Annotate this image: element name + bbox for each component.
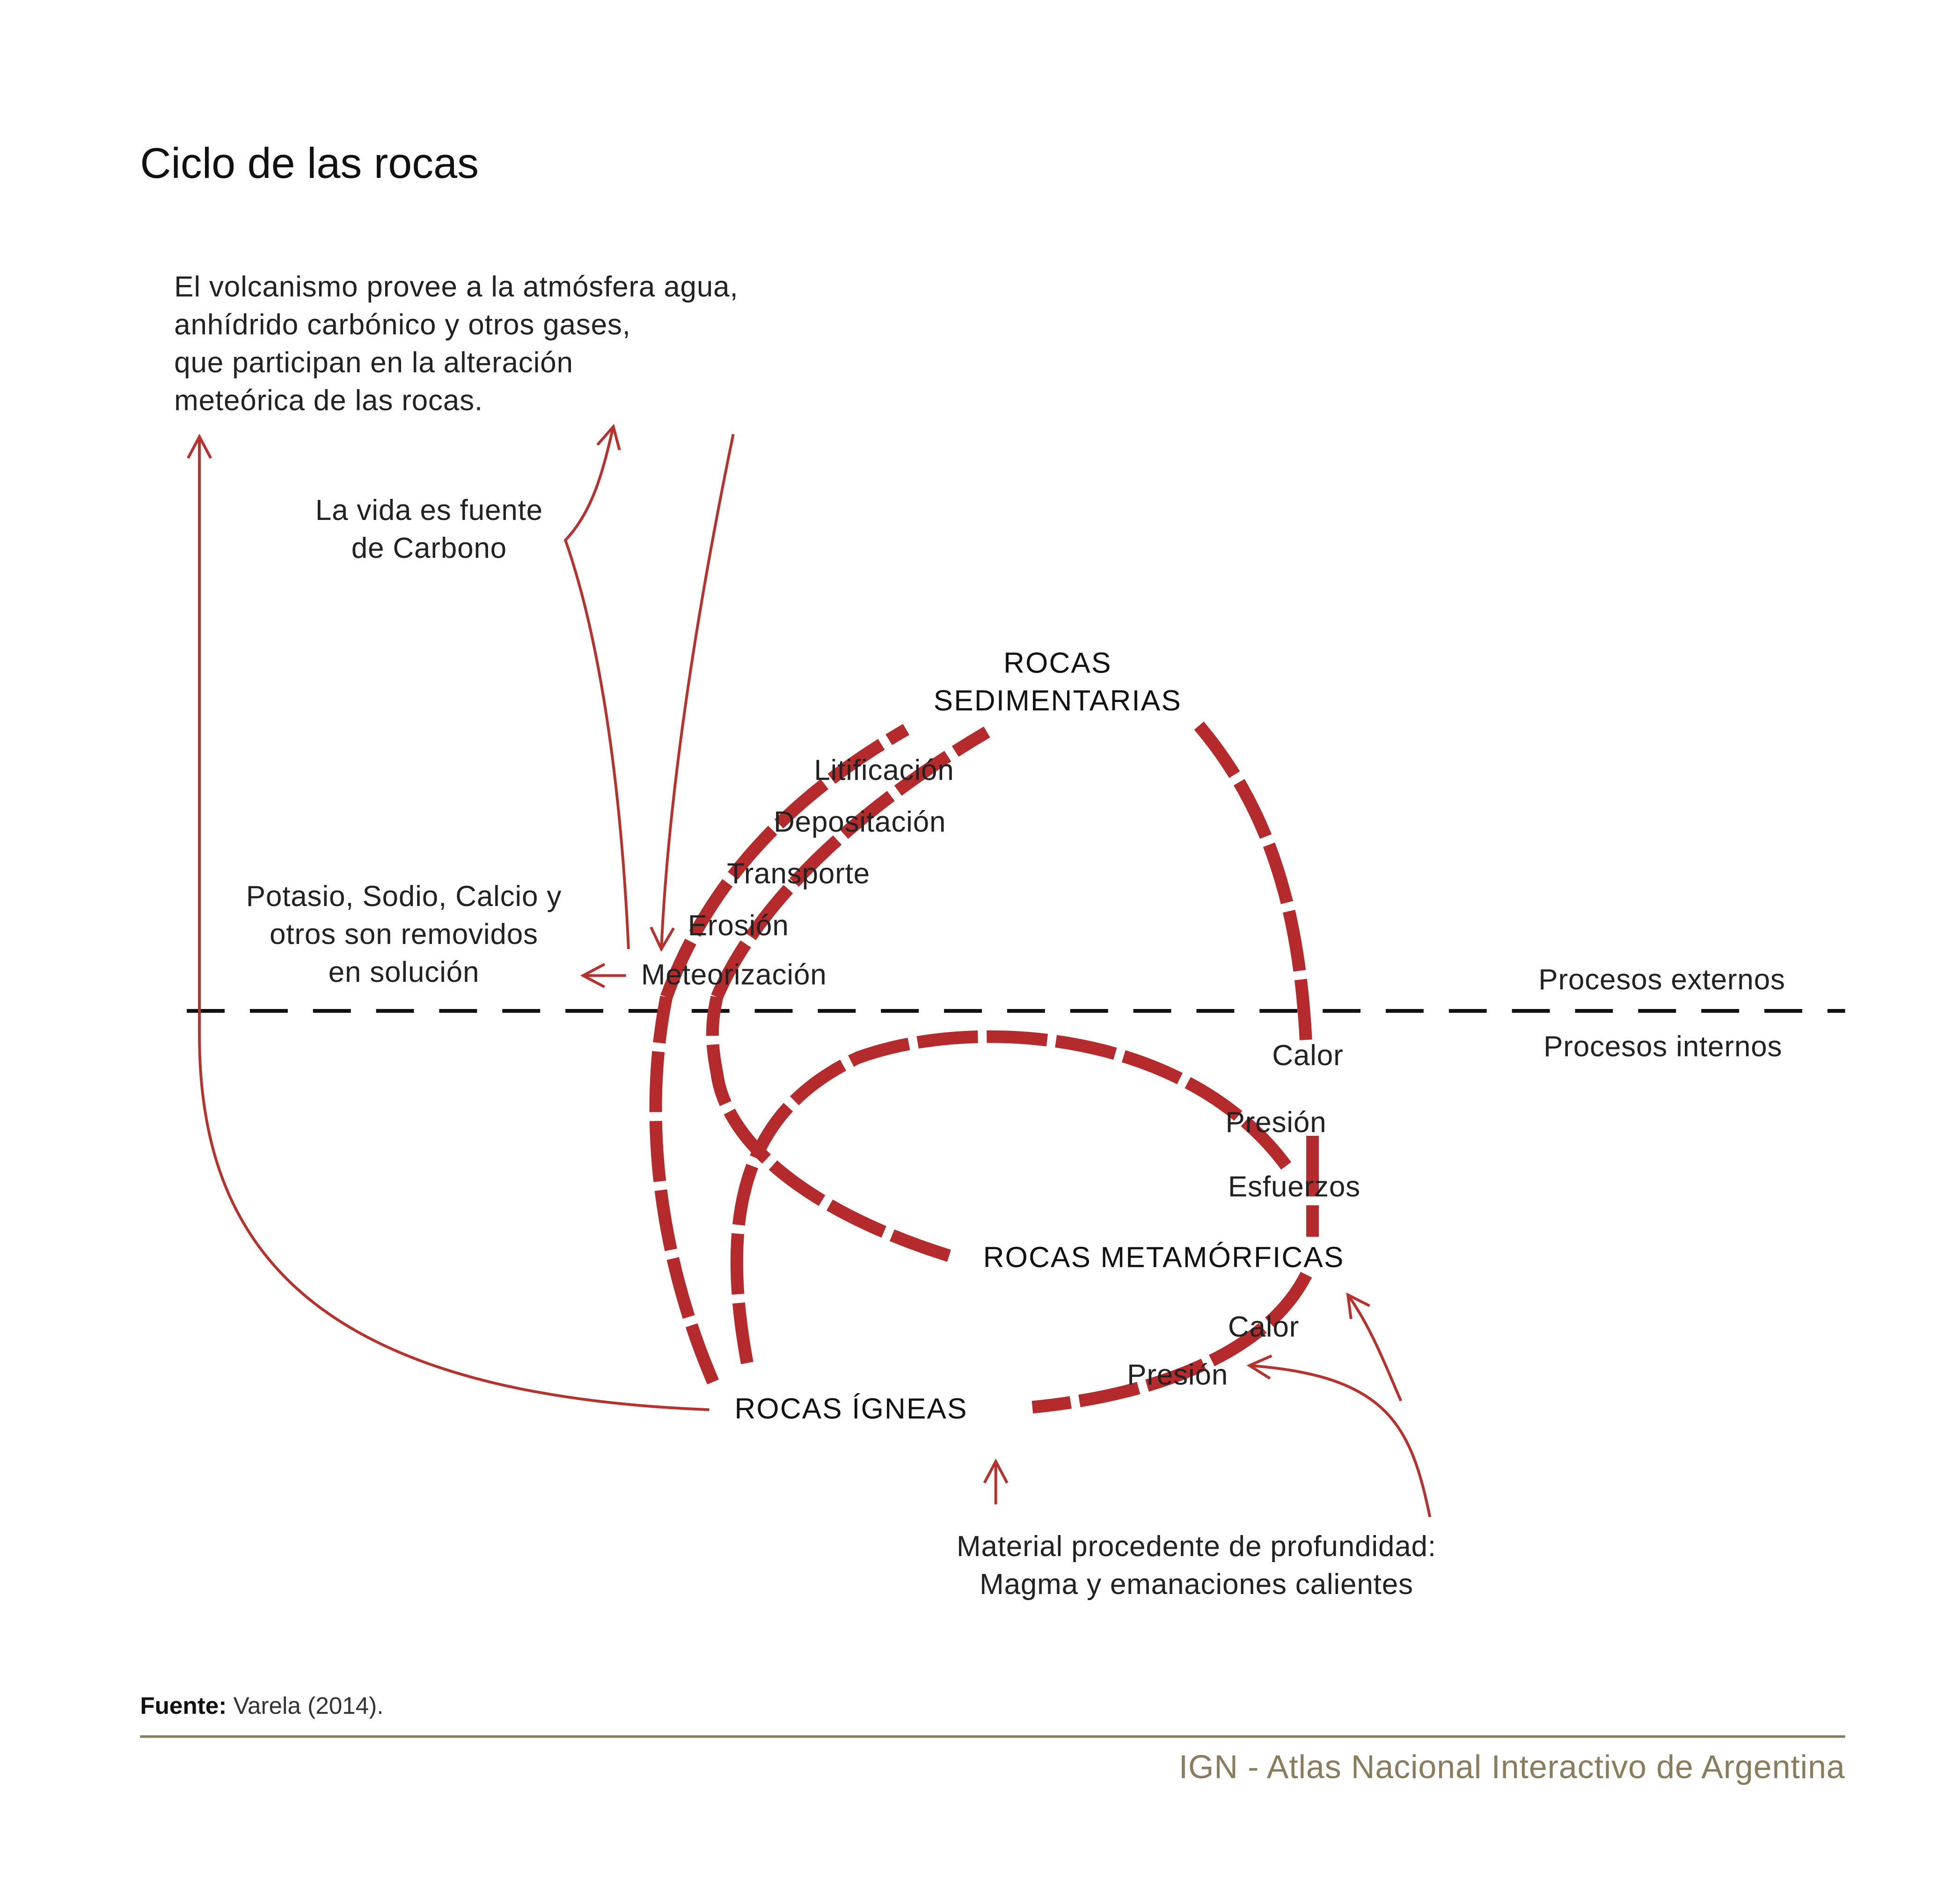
- process-heat-igneous: Calor: [1228, 1310, 1300, 1343]
- process-pressure-metamorphism: Presión: [1225, 1105, 1327, 1139]
- arrow-igneous-to-volcanism: [199, 437, 709, 1411]
- process-deposition: Depositación: [774, 805, 946, 838]
- label-igneous-rocks: ROCAS ÍGNEAS: [734, 1392, 968, 1425]
- label-internal-processes: Procesos internos: [1543, 1030, 1783, 1063]
- arrow-life-carbon: [563, 426, 630, 950]
- page-title: Ciclo de las rocas: [140, 140, 479, 188]
- process-weathering: Meteorización: [641, 958, 827, 991]
- note-life-carbon: La vida es fuente de Carbono: [315, 493, 543, 564]
- label-external-processes: Procesos externos: [1538, 963, 1785, 996]
- arrow-deep-to-metamorphic: [1348, 1295, 1403, 1402]
- footer-brand: IGN - Atlas Nacional Interactivo de Arge…: [1178, 1747, 1845, 1786]
- source-label: Fuente:: [140, 1693, 227, 1720]
- label-sedimentary-rocks: ROCAS SEDIMENTARIAS: [933, 646, 1182, 717]
- arrow-weathering-to-sedimentary-inner: [711, 726, 990, 1000]
- process-stress: Esfuerzos: [1228, 1170, 1360, 1203]
- process-lithification: Litificación: [814, 753, 954, 787]
- arrow-deep-to-pressure: [1250, 1366, 1432, 1518]
- process-pressure-igneous: Presión: [1127, 1358, 1229, 1391]
- note-volcanism: El volcanismo provee a la atmósfera agua…: [174, 270, 739, 417]
- process-transport: Transporte: [727, 857, 870, 890]
- note-dissolution: Potasio, Sodio, Calcio y otros son remov…: [246, 879, 562, 988]
- arrow-metamorphic-to-igneous: [1031, 1272, 1312, 1414]
- arrow-igneous-to-metamorphic-loop: [730, 1030, 1293, 1364]
- footer-divider: [140, 1735, 1845, 1738]
- label-metamorphic-rocks: ROCAS METAMÓRFICAS: [983, 1240, 1345, 1273]
- source-text: Varela (2014).: [233, 1693, 384, 1720]
- process-heat-metamorphism: Calor: [1272, 1038, 1344, 1072]
- process-erosion: Erosión: [687, 908, 789, 942]
- arrow-igneous-to-weathering-left: [649, 995, 719, 1385]
- note-deep-material: Material procedente de profundidad: Magm…: [957, 1529, 1436, 1601]
- arrow-atmosphere-to-weathering: [661, 434, 735, 949]
- arrow-sedimentary-to-metamorphic: [1194, 721, 1313, 1048]
- source-citation: Fuente: Varela (2014).: [140, 1694, 383, 1721]
- arrow-metamorphic-to-weathering: [706, 995, 951, 1262]
- arrow-weathering-to-sedimentary-outer: [660, 724, 909, 999]
